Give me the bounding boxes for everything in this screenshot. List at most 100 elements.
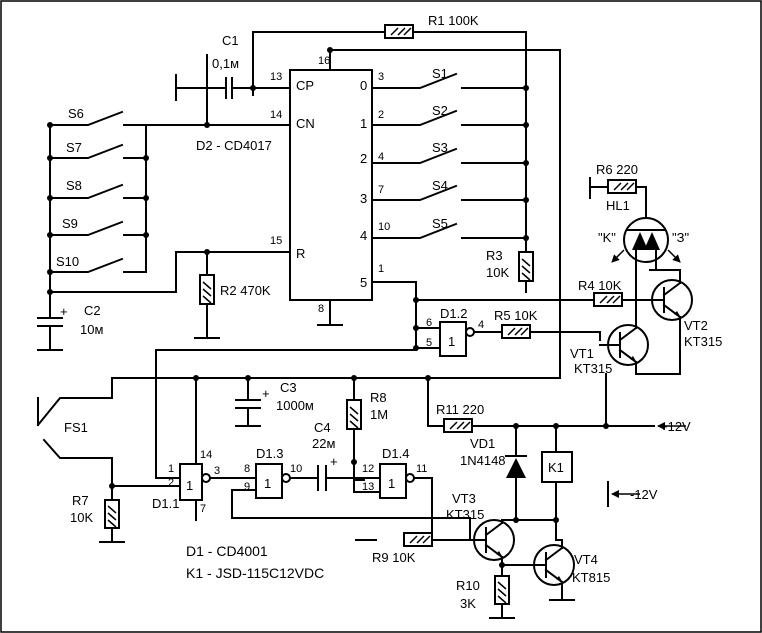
fs1-label: FS1 — [64, 420, 88, 435]
vd1-type: 1N4148 — [460, 453, 506, 468]
s4-label: S4 — [432, 178, 448, 193]
gate-d1-3-symbol: 1 — [264, 476, 271, 491]
d2-out1-label: 1 — [360, 116, 367, 131]
d1-3-label: D1.3 — [256, 446, 283, 461]
c3-plus: + — [262, 386, 270, 401]
c1-label: C1 — [222, 33, 239, 48]
transistor-vt1 — [599, 319, 649, 375]
gate-d1-2-symbol: 1 — [448, 334, 455, 349]
r8-value: 1M — [370, 407, 388, 422]
gate-d1-3: 1 — [255, 463, 291, 499]
switch-s8 — [47, 183, 149, 201]
supply-pos-label: +12V — [660, 419, 691, 434]
d1-2-pin5: 5 — [426, 337, 432, 349]
d1-4-pin13: 13 — [362, 481, 374, 493]
vd1-label: VD1 — [470, 436, 495, 451]
r11-resistor — [443, 418, 473, 433]
r2-label: R2 470K — [220, 283, 271, 298]
d1-2-pin6: 6 — [426, 317, 432, 329]
r5-label: R5 10K — [494, 308, 538, 323]
c2-label: C2 — [84, 303, 101, 318]
r3-label: R3 — [486, 248, 503, 263]
pin7-label: 7 — [378, 184, 384, 196]
c2-plus: + — [60, 304, 68, 319]
pin2-label: 2 — [378, 109, 384, 121]
pin8-label: 8 — [318, 303, 324, 315]
s3-label: S3 — [432, 140, 448, 155]
transistor-vt2 — [635, 269, 693, 375]
fs1-sensor — [36, 377, 113, 487]
d2-out0-label: 0 — [360, 78, 367, 93]
r4-resistor — [593, 292, 623, 307]
r7-value: 10K — [70, 510, 93, 525]
switch-s10 — [47, 257, 147, 275]
r4-label: R4 10K — [578, 278, 622, 293]
pin15-label: 15 — [270, 235, 282, 247]
r8-label: R8 — [370, 390, 387, 405]
vt3-type: KT315 — [446, 507, 484, 522]
d2-type-label: D2 - CD4017 — [196, 138, 272, 153]
d1-1-pin7: 7 — [200, 503, 206, 515]
d2-out4-label: 4 — [360, 228, 367, 243]
d1-2-pin4: 4 — [478, 319, 484, 331]
switch-s2 — [371, 109, 529, 128]
s8-label: S8 — [66, 178, 82, 193]
d1-1-pin1: 1 — [168, 463, 174, 475]
c4-plus: + — [330, 454, 338, 469]
s6-label: S6 — [68, 106, 84, 121]
d1-4-pin12: 12 — [362, 463, 374, 475]
d1-4-pin11: 11 — [416, 463, 427, 475]
r5-resistor — [501, 324, 531, 339]
gate-d1-4-symbol: 1 — [388, 476, 395, 491]
s1-label: S1 — [432, 66, 448, 81]
r6-label: R6 220 — [596, 162, 638, 177]
pin1-label: 1 — [378, 263, 384, 275]
vt4-type: KT815 — [572, 570, 610, 585]
d1-1-pin3: 3 — [214, 465, 220, 477]
pin16-label: 16 — [318, 55, 330, 67]
supply-neg-label: -12V — [630, 487, 658, 502]
switch-s5 — [371, 222, 529, 241]
c4-value: 22м — [312, 436, 335, 451]
gate-d1-4: 1 — [379, 463, 415, 499]
led-z-label: "З" — [672, 230, 689, 245]
transistor-vt4 — [533, 539, 575, 601]
r6-resistor — [607, 179, 637, 194]
d1-type-note: D1 - CD4001 — [186, 543, 268, 559]
r11-label: R11 220 — [436, 402, 484, 417]
switch-s1 — [371, 72, 529, 91]
r3-value: 10K — [486, 265, 509, 280]
d1-1-label: D1.1 — [152, 496, 179, 511]
gate-d1-1-symbol: 1 — [186, 478, 193, 493]
d2-out3-label: 3 — [360, 191, 367, 206]
k1-type-note: K1 - JSD-115C12VDC — [186, 565, 324, 581]
hl1-label: HL1 — [606, 198, 630, 213]
led-k-label: "K" — [598, 230, 616, 245]
pin14-label: 14 — [270, 109, 282, 121]
c3-value: 1000м — [276, 398, 314, 413]
led-hl1 — [623, 217, 669, 321]
k1-label: K1 — [548, 460, 564, 475]
r7-label: R7 — [72, 493, 89, 508]
vt4-label: VT4 — [574, 552, 598, 567]
c1-value: 0,1м — [212, 56, 239, 71]
vt2-label: VT2 — [684, 318, 708, 333]
diode-vd1 — [505, 425, 527, 521]
d2-pin-cn-label: CN — [296, 116, 315, 131]
switch-s4 — [371, 184, 529, 203]
r9-resistor — [403, 532, 433, 547]
d2-pin-cp-label: CP — [296, 78, 314, 93]
s10-label: S10 — [56, 254, 79, 269]
r1-label: R1 100K — [428, 13, 479, 28]
transistor-vt3 — [469, 519, 537, 566]
c3-label: C3 — [280, 380, 297, 395]
d2-out5-label: 5 — [360, 275, 367, 290]
vt2-type: KT315 — [684, 334, 722, 349]
vt1-label: VT1 — [570, 346, 594, 361]
switch-s6 — [47, 110, 147, 128]
d1-3-pin10: 10 — [290, 463, 302, 475]
d1-1-pin14: 14 — [200, 449, 212, 461]
gate-d1-2: 1 — [439, 321, 475, 357]
s9-label: S9 — [62, 216, 78, 231]
